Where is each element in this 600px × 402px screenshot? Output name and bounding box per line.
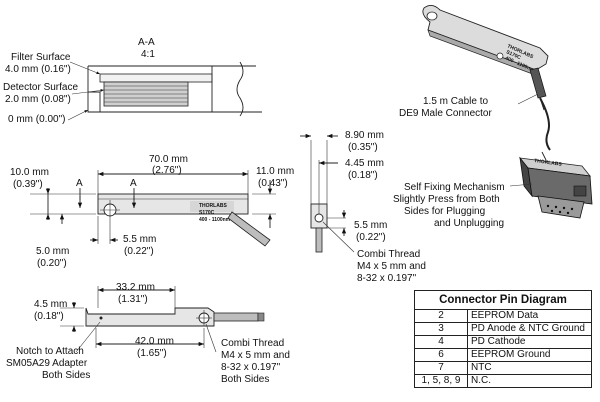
bottom-thread-line1: Combi Thread bbox=[221, 338, 284, 349]
connector-brand: THORLABS bbox=[534, 158, 563, 168]
bottom-body bbox=[85, 307, 215, 327]
cable-label-line2: DE9 Male Connector bbox=[399, 108, 492, 119]
end-low-dim-in: (0.22") bbox=[356, 232, 386, 243]
arm-label-model: S170C bbox=[505, 49, 522, 61]
end-thread-line1: Combi Thread bbox=[357, 249, 420, 260]
bottom-thread-line4: Both Sides bbox=[221, 374, 269, 385]
left-dim-in: (0.39") bbox=[13, 179, 43, 190]
pin-number: 6 bbox=[414, 348, 468, 362]
low-dim-in: (0.20") bbox=[37, 258, 67, 269]
bottom-cable bbox=[213, 312, 259, 322]
filter-layer bbox=[99, 73, 213, 83]
bottom-left-dim-in: (0.18") bbox=[34, 311, 64, 322]
cable-3d bbox=[539, 97, 551, 151]
strain-relief bbox=[529, 67, 547, 99]
notch-line2: SM05A29 Adapter bbox=[6, 358, 88, 369]
bottom-left-dim: 4.5 mm bbox=[34, 299, 67, 310]
pin-number: 2 bbox=[414, 309, 468, 323]
bottom-thread-line2: M4 x 5 mm and bbox=[221, 350, 290, 361]
sensor-arm bbox=[422, 5, 549, 71]
pin-number: 3 bbox=[414, 322, 468, 336]
bottom-top-dim-in: (1.31") bbox=[118, 294, 148, 305]
sensor-3d-view: THORLABS S170C 400 - 1100nm bbox=[422, 5, 551, 151]
end-top-dim-in: (0.35") bbox=[348, 142, 378, 153]
end-top-dim: 8.90 mm bbox=[345, 130, 384, 141]
pin-diagram-title: Connector Pin Diagram bbox=[414, 290, 592, 309]
end-mid-dim: 4.45 mm bbox=[345, 158, 384, 169]
filter-surface-value: 4.0 mm (0.16") bbox=[5, 64, 71, 75]
bottom-len-dim-in: (1.65") bbox=[137, 348, 167, 359]
notch-line1: Notch to Attach bbox=[16, 346, 84, 357]
front-view: THORLABS S170C 400 - 1100nm bbox=[30, 170, 276, 247]
zero-surface-value: 0 mm (0.00") bbox=[8, 114, 65, 125]
pin-signal: PD Cathode bbox=[467, 335, 592, 349]
pin-number: 1, 5, 8, 9 bbox=[414, 374, 468, 388]
detector-surface-label: Detector Surface bbox=[3, 82, 78, 93]
mechanism-line4: and Unplugging bbox=[434, 218, 504, 229]
de9-connector: THORLABS bbox=[509, 151, 593, 219]
detector-surface-value: 2.0 mm (0.08") bbox=[5, 94, 71, 105]
pin-signal: EEPROM Data bbox=[467, 309, 592, 323]
bottom-thread-line3: 8-32 x 0.197" bbox=[221, 362, 281, 373]
end-view bbox=[300, 133, 355, 253]
filter-surface-label: Filter Surface bbox=[11, 52, 71, 63]
section-scale: 4:1 bbox=[141, 49, 155, 60]
section-marker-left: A bbox=[76, 178, 83, 189]
hole-dim: 5.5 mm bbox=[123, 234, 156, 245]
height-dim-in: (0.43") bbox=[258, 178, 288, 189]
section-view: A-A 4:1 bbox=[67, 37, 262, 121]
pin-number: 7 bbox=[414, 361, 468, 375]
pin-signal: EEPROM Ground bbox=[467, 348, 592, 362]
end-thread-line3: 8-32 x 0.197" bbox=[357, 273, 417, 284]
mechanism-line2: Slightly Press from Both bbox=[393, 194, 500, 205]
pin-signal: NTC bbox=[467, 361, 592, 375]
bottom-top-dim: 33.2 mm bbox=[116, 282, 155, 293]
length-dim: 70.0 mm bbox=[149, 154, 188, 165]
front-label-model: S170C bbox=[199, 210, 215, 216]
pin-number: 4 bbox=[414, 335, 468, 349]
end-thread-line2: M4 x 5 mm and bbox=[357, 261, 426, 272]
cable-stub bbox=[227, 211, 271, 247]
length-dim-in: (2.76") bbox=[152, 165, 182, 176]
left-dim: 10.0 mm bbox=[10, 167, 49, 178]
mechanism-line3: Sides for Plugging bbox=[404, 206, 485, 217]
notch-line3: Both Sides bbox=[42, 370, 90, 381]
bottom-len-dim: 42.0 mm bbox=[135, 336, 174, 347]
end-low-dim: 5.5 mm bbox=[354, 220, 387, 231]
front-label-brand: THORLABS bbox=[199, 203, 227, 209]
mechanism-line1: Self Fixing Mechanism bbox=[404, 182, 505, 193]
end-cable bbox=[315, 227, 323, 253]
d-sub-shell bbox=[537, 195, 585, 219]
height-dim: 11.0 mm bbox=[256, 166, 294, 177]
section-marker-right: A bbox=[130, 178, 137, 189]
hole-dim-in: (0.22") bbox=[124, 246, 154, 257]
low-dim: 5.0 mm bbox=[36, 246, 69, 257]
pin-signal: PD Anode & NTC Ground bbox=[467, 322, 592, 336]
pin-signal: N.C. bbox=[467, 374, 592, 388]
section-title: A-A bbox=[138, 37, 155, 48]
bottom-view bbox=[60, 286, 265, 353]
front-label-range: 400 - 1100nm bbox=[199, 217, 231, 223]
cable-label-line1: 1.5 m Cable to bbox=[423, 96, 488, 107]
end-mid-dim-in: (0.18") bbox=[348, 170, 378, 181]
